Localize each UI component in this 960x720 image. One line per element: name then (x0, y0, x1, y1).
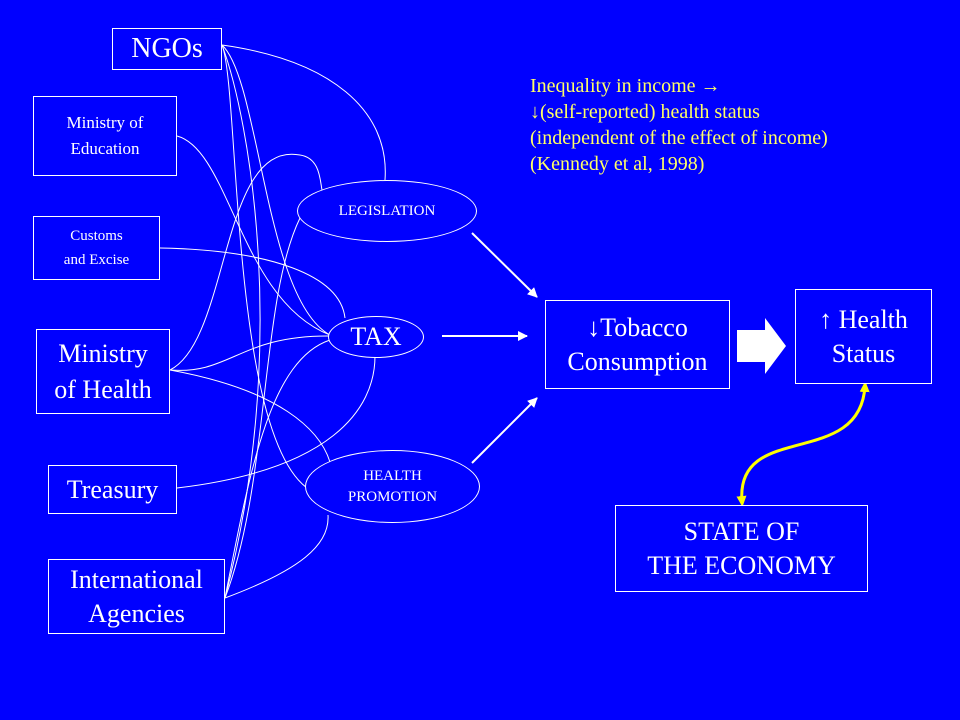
note-line-2-text: (self-reported) health status (540, 101, 760, 123)
down-arrow-icon: ↓ (530, 101, 540, 123)
node-state-of-economy-label: STATE OF THE ECONOMY (647, 516, 836, 580)
node-ngos-label: NGOs (131, 33, 203, 64)
node-customs-excise-label: Customs and Excise (63, 228, 130, 268)
node-ministry-health: Ministry of Health (36, 329, 170, 414)
link-international-promotion (224, 514, 329, 599)
node-tobacco-consumption: ↓Tobacco Consumption (545, 300, 730, 389)
node-health-status: ↑ Health Status (795, 289, 932, 384)
link-ngos-promotion (221, 44, 311, 491)
link-health-legislation (169, 153, 323, 371)
link-ngos-tax (221, 44, 331, 336)
note-line-4: (Kennedy et al, 1998) (530, 153, 705, 175)
annotation-note: Inequality in income → ↓(self-reported) … (530, 73, 828, 177)
note-line-3: (independent of the effect of income) (530, 127, 828, 149)
node-health-promotion: HEALTH PROMOTION (305, 450, 480, 523)
link-international-legislation (224, 217, 301, 599)
node-ngos: NGOs (112, 28, 222, 70)
decrease-arrow-icon: ↓ (587, 312, 601, 342)
node-health-status-text: ↑ Health Status (819, 303, 908, 371)
block-arrow-tobacco-to-health (737, 318, 786, 374)
arrow-promotion-to-tobacco (471, 397, 538, 464)
node-international-agencies: International Agencies (48, 559, 225, 634)
right-arrow-icon: → (700, 75, 721, 97)
node-ministry-education: Ministry of Education (33, 96, 177, 176)
arrow-legislation-to-tobacco (471, 232, 538, 298)
node-tobacco-consumption-label: Tobacco Consumption (567, 312, 708, 376)
link-treasury-tax (176, 355, 376, 489)
note-line-2: ↓(self-reported) health status (530, 99, 828, 125)
node-treasury-label: Treasury (66, 474, 159, 504)
node-health-status-label: Health Status (831, 304, 908, 368)
link-ngos-legislation (221, 44, 386, 181)
link-education-tax (176, 135, 331, 336)
node-health-promotion-label: HEALTH PROMOTION (347, 467, 438, 505)
node-ministry-education-label: Ministry of Education (66, 113, 144, 158)
link-international-tax (224, 339, 331, 599)
node-customs-excise: Customs and Excise (33, 216, 160, 280)
link-ngos-international (221, 44, 261, 599)
link-economy-health-curve (736, 381, 870, 507)
node-international-agencies-label: International Agencies (70, 564, 203, 628)
node-tobacco-consumption-text: ↓Tobacco Consumption (567, 311, 707, 379)
note-line-1-text: Inequality in income (530, 75, 701, 97)
node-tax: TAX (328, 316, 424, 358)
link-health-tax (169, 335, 331, 371)
link-health-promotion (169, 369, 331, 463)
node-treasury: Treasury (48, 465, 177, 514)
node-tax-label: TAX (350, 322, 402, 351)
increase-arrow-icon: ↑ (819, 304, 833, 334)
note-line-1: Inequality in income → (530, 73, 828, 99)
node-legislation-label: LEGISLATION (338, 203, 436, 219)
node-legislation: LEGISLATION (297, 180, 477, 242)
node-state-of-economy: STATE OF THE ECONOMY (615, 505, 868, 592)
link-customs-tax (159, 247, 346, 319)
node-ministry-health-label: Ministry of Health (54, 338, 152, 404)
